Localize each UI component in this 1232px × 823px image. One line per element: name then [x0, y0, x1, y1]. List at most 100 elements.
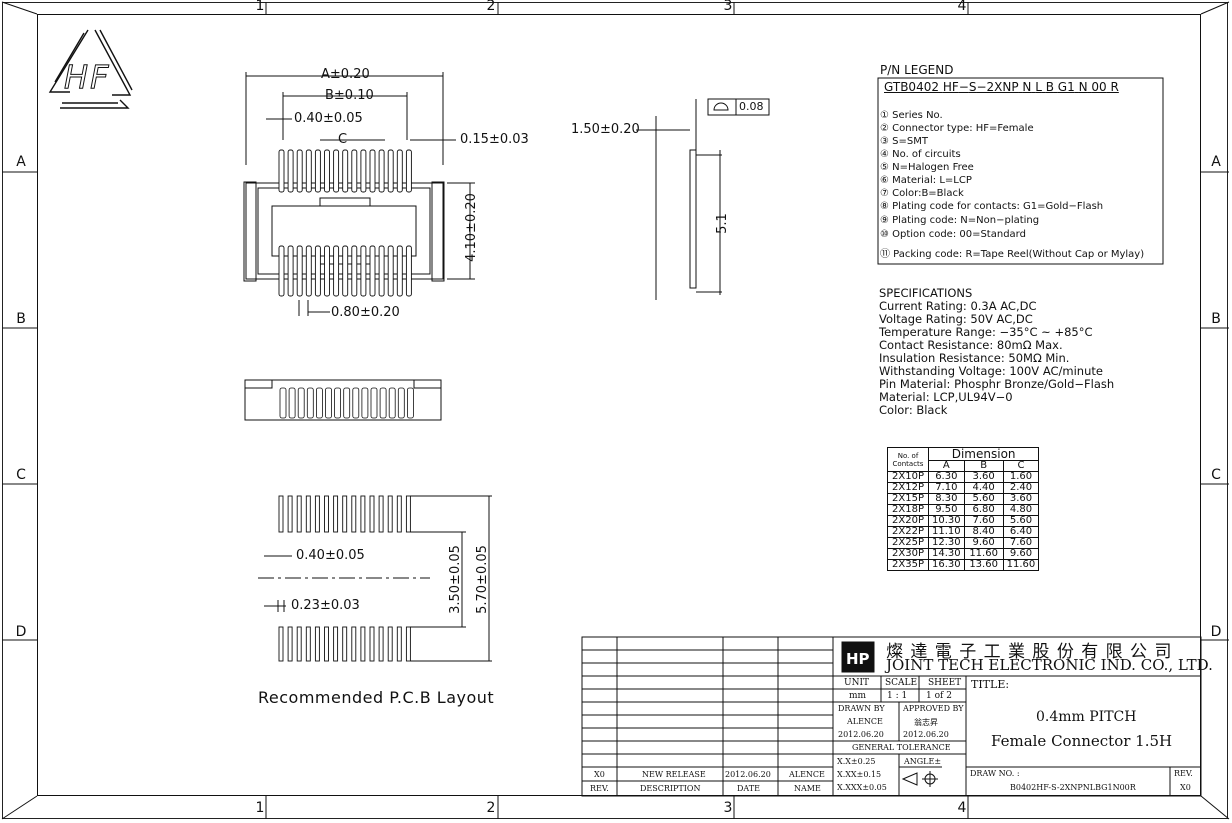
dim-b: B±0.10: [325, 88, 374, 103]
table-cell: 7.60: [963, 515, 1004, 527]
pcb-pad: [387, 495, 393, 533]
pcb-pad: [333, 626, 339, 662]
front-pin: [297, 387, 305, 419]
dim-a: A±0.20: [321, 67, 370, 82]
spec-line: Insulation Resistance: 50MΩ Min.: [879, 351, 1070, 365]
table-cell: 11.10: [928, 526, 965, 538]
table-cell: 6.40: [1002, 526, 1040, 538]
connector-pin: [342, 245, 349, 297]
table-cell: 13.60: [963, 559, 1004, 571]
pcb-pad: [278, 495, 284, 533]
zone-right-a: A: [1211, 154, 1221, 170]
front-pin: [379, 387, 387, 419]
dim-pcb-pad: 0.23±0.03: [291, 598, 360, 613]
table-cell-contacts: 2X15P: [887, 493, 929, 505]
dim-row-pitch: 0.80±0.20: [331, 305, 400, 320]
scale-value: 1 : 1: [887, 691, 908, 701]
table-cell: 9.60: [1002, 548, 1040, 560]
connector-pin: [405, 245, 412, 297]
table-cell: 9.50: [928, 504, 965, 516]
zone-bottom-1: 1: [255, 800, 265, 816]
spec-line: Pin Material: Phosphr Bronze/Gold−Flash: [879, 377, 1115, 391]
dim-height: 4.10±0.20: [463, 193, 479, 262]
table-cell-contacts: 2X20P: [887, 515, 929, 527]
dim-pcb-pitch: 0.40±0.05: [296, 548, 365, 563]
tolerance-2: X.XX±0.15: [837, 770, 882, 779]
sheet-value: 1 of 2: [926, 691, 952, 701]
drawn-by: ALENCE: [847, 717, 883, 726]
pn-legend-items: ① Series No. ② Connector type: HF=Female…: [880, 110, 1144, 260]
drawn-date: 2012.06.20: [838, 730, 884, 739]
rev-row-desc: NEW RELEASE: [642, 770, 706, 779]
table-cell: 3.60: [963, 471, 1004, 483]
zone-right-c: C: [1211, 467, 1221, 483]
zone-top-2: 2: [486, 0, 496, 14]
dim-flatness: 0.08: [739, 100, 764, 113]
table-cell: 8.30: [928, 493, 965, 505]
front-pin: [388, 387, 396, 419]
table-header-dimension: Dimension: [927, 447, 1040, 461]
pcb-pad: [278, 626, 284, 662]
pn-part-material: L: [1035, 80, 1042, 94]
rev-header-desc: DESCRIPTION: [640, 784, 701, 793]
pcb-pad: [351, 626, 357, 662]
connector-pin: [387, 149, 394, 193]
connector-pin: [378, 149, 385, 193]
table-cell: 4.40: [963, 482, 1004, 494]
table-cell: 7.10: [928, 482, 965, 494]
legend-item: ⑩ Option code: 00=Standard: [880, 229, 1026, 240]
pn-part-option: 00: [1091, 80, 1107, 94]
pcb-pad: [324, 495, 329, 533]
pcb-pad: [305, 626, 311, 662]
dim-pitch: 0.40±0.05: [294, 111, 363, 126]
rev-row-rev: X0: [594, 770, 605, 779]
table-cell: 7.60: [1002, 537, 1040, 549]
pcb-pad: [342, 495, 348, 533]
zone-bottom-2: 2: [486, 800, 496, 816]
drawn-by-label: DRAWN BY: [838, 704, 885, 713]
spec-line: Contact Resistance: 80mΩ Max.: [879, 338, 1063, 352]
legend-item: ① Series No.: [880, 110, 943, 121]
connector-pin: [378, 245, 385, 297]
legend-item: ⑦ Color:B=Black: [880, 188, 964, 199]
connector-pin: [342, 149, 349, 193]
legend-item: ⑤ N=Halogen Free: [880, 162, 974, 173]
spec-line: Material: LCP,UL94V−0: [879, 390, 1013, 404]
dim-pcb-outer: 5.70±0.05: [474, 545, 490, 614]
approved-date: 2012.06.20: [903, 730, 949, 739]
tolerance-1: X.X±0.25: [837, 757, 876, 766]
dim-pcb-inner: 3.50±0.05: [447, 545, 463, 614]
zone-top-1: 1: [255, 0, 265, 14]
table-cell: 4.80: [1002, 504, 1040, 516]
front-pin: [397, 387, 405, 419]
zone-top-3: 3: [723, 0, 733, 14]
spec-title: SPECIFICATIONS: [879, 286, 973, 300]
table-cell: 1.60: [1002, 471, 1040, 483]
connector-pin: [396, 149, 403, 193]
connector-pin: [360, 149, 367, 193]
connector-pin: [387, 245, 394, 297]
connector-pin: [360, 245, 367, 297]
title-label: TITLE:: [971, 678, 1010, 691]
pn-legend-title: P/N LEGEND: [880, 63, 954, 77]
legend-item: ⑨ Plating code: N=Non−plating: [880, 215, 1040, 226]
zone-right-d: D: [1210, 624, 1222, 640]
front-pin: [325, 387, 332, 419]
spec-line: Color: Black: [879, 403, 948, 417]
pn-part-smt: S: [968, 80, 977, 94]
pn-part-halogen: N: [1022, 80, 1032, 94]
company-name-en: JOINT TECH ELECTRONIC IND. CO., LTD.: [886, 656, 1213, 674]
table-cell-contacts: 2X18P: [887, 504, 929, 516]
table-cell: 14.30: [928, 548, 965, 560]
pcb-pad: [360, 626, 366, 662]
pcb-layout-caption: Recommended P.C.B Layout: [258, 688, 495, 707]
dim-side-length: 5.1: [714, 213, 730, 234]
pcb-pad: [287, 495, 293, 533]
